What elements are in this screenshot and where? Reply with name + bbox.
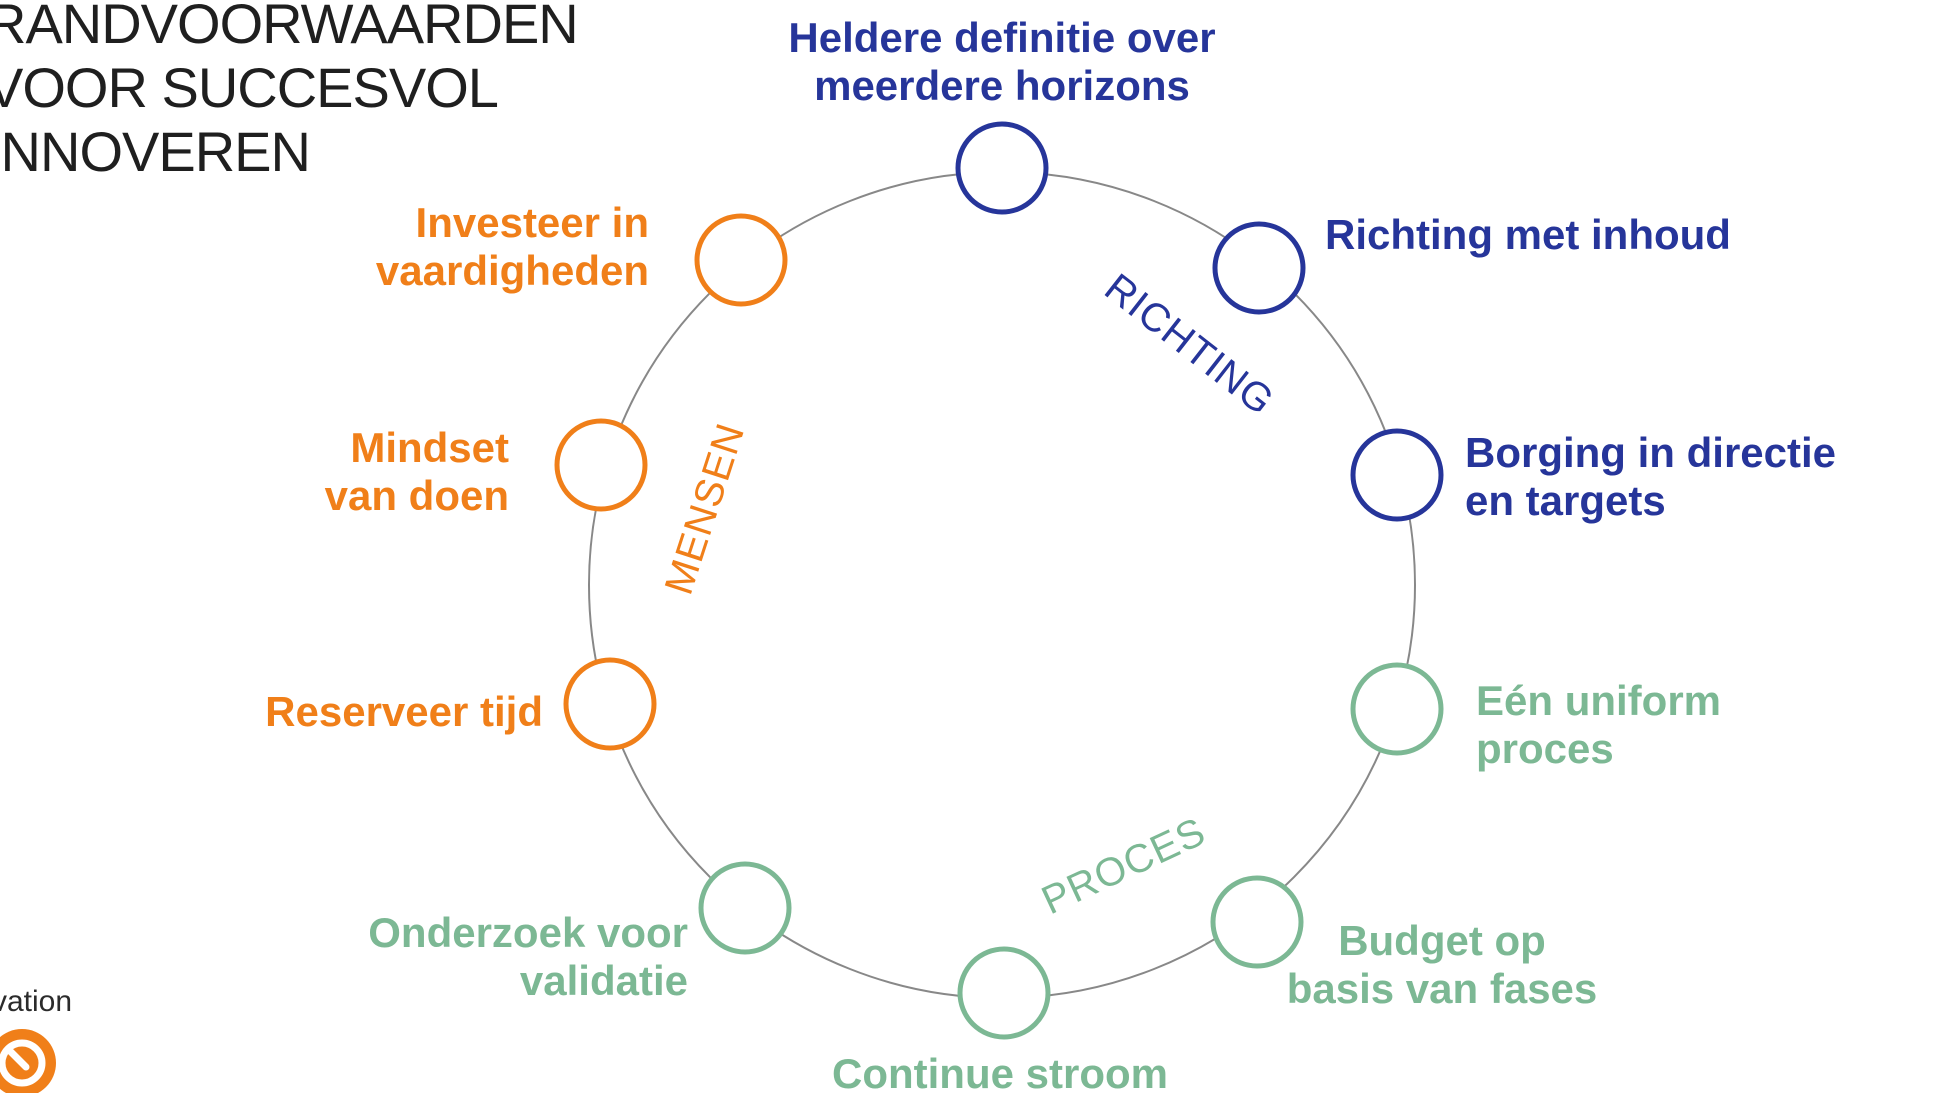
logo-text: vation: [0, 985, 73, 1018]
node-label-line: Heldere definitie over: [788, 14, 1215, 61]
title-line-2: VOOR SUCCESVOL: [0, 56, 499, 119]
node-label-line: proces: [1476, 725, 1614, 772]
node-label-line: Richting met inhoud: [1325, 211, 1731, 258]
node-label-line: Borging in directie: [1465, 429, 1836, 476]
node-circle-continue-stroom: [957, 946, 1051, 1040]
node-label-line: Investeer in: [416, 199, 649, 246]
node-circle-mindset: [554, 418, 648, 512]
company-logo: vation: [0, 985, 80, 1093]
node-circle-richting-met-inhoud: [1212, 221, 1306, 315]
node-label-line: en targets: [1465, 477, 1666, 524]
node-label-line: Mindset: [350, 424, 509, 471]
node-label-line: Eén uniform: [1476, 677, 1721, 724]
node-label-line: meerdere horizons: [814, 62, 1190, 109]
node-circle-heldere-definitie: [955, 121, 1049, 215]
node-circle-budget: [1210, 875, 1304, 969]
node-circle-reserveer-tijd: [563, 657, 657, 751]
title-line-1: RANDVOORWAARDEN: [0, 0, 579, 55]
page-title: RANDVOORWAARDEN VOOR SUCCESVOL INNOVEREN: [0, 0, 579, 184]
node-label-line: Reserveer tijd: [265, 688, 543, 735]
node-label-line: Continue stroom: [832, 1050, 1168, 1093]
node-label-line: vaardigheden: [376, 247, 649, 294]
category-label-proces: PROCES: [1035, 809, 1212, 923]
node-label-line: validatie: [520, 957, 688, 1004]
node-label-line: basis van fases: [1287, 965, 1598, 1012]
node-circle-een-uniform-proces: [1350, 662, 1444, 756]
logo-target-icon: [0, 1029, 56, 1093]
category-label-mensen: MENSEN: [657, 418, 754, 600]
title-line-3: INNOVEREN: [0, 120, 311, 183]
node-label-richting-met-inhoud: Richting met inhoud: [1325, 211, 1731, 258]
node-circle-borging: [1350, 428, 1444, 522]
node-circle-onderzoek: [698, 861, 792, 955]
node-circle-investeer: [694, 213, 788, 307]
node-label-line: Onderzoek voor: [368, 909, 688, 956]
node-label-continue-stroom: Continue stroom: [832, 1050, 1168, 1093]
node-label-line: Budget op: [1338, 917, 1546, 964]
node-label-line: van doen: [325, 472, 509, 519]
node-label-reserveer-tijd: Reserveer tijd: [265, 688, 543, 735]
